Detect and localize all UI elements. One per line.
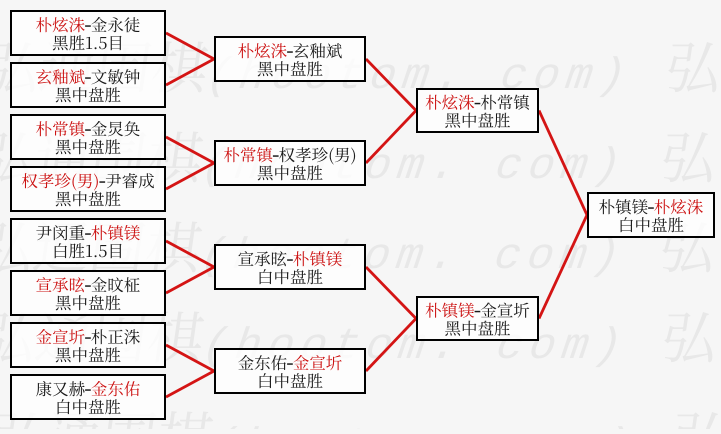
svg-text:(hootom. com): (hootom. com) (208, 422, 640, 429)
